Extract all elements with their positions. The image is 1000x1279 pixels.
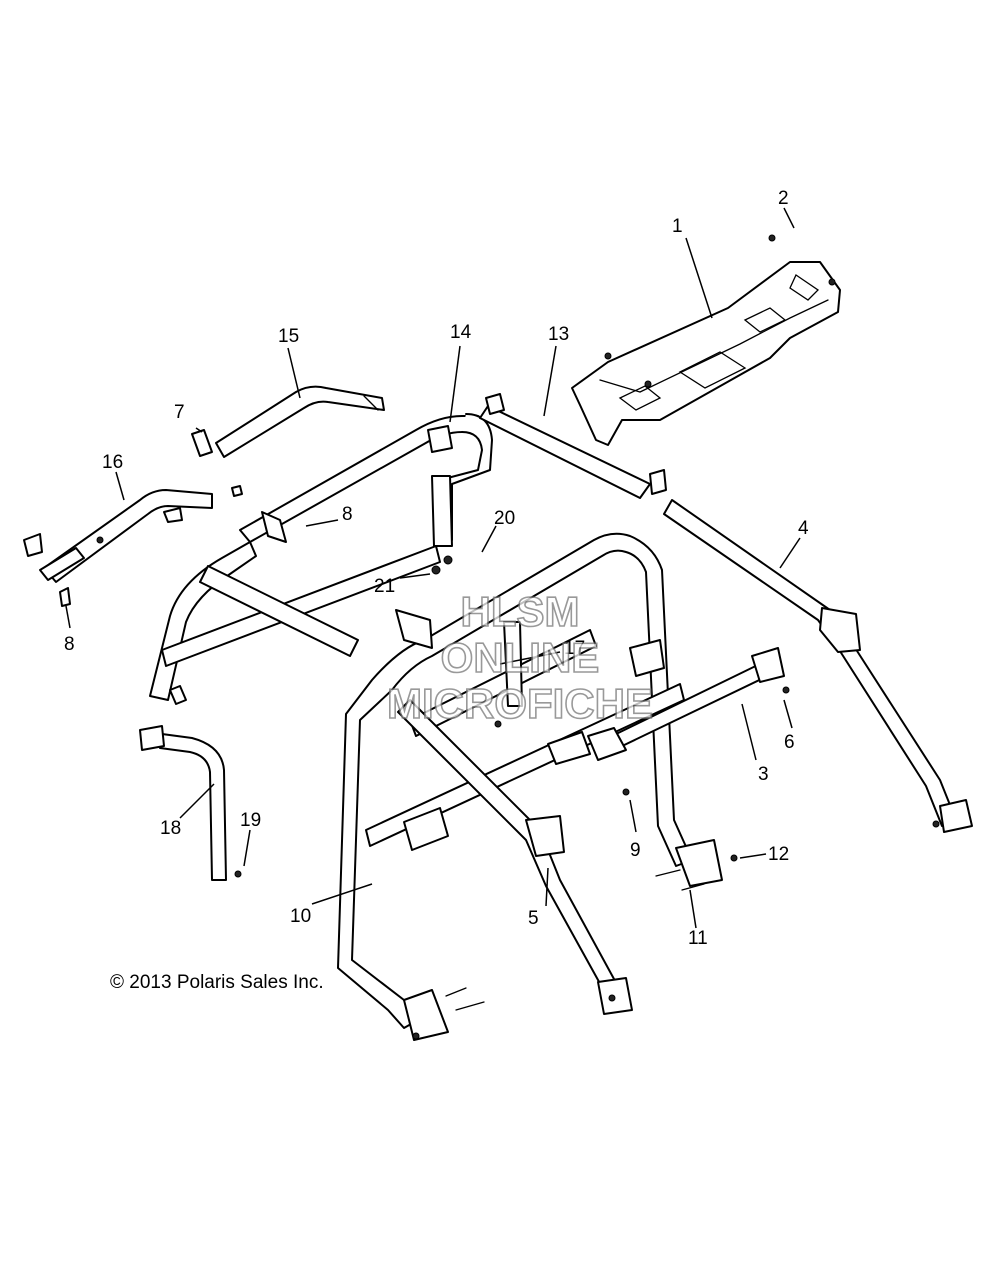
callout-13: 13 [548,324,569,345]
bracket-left-rear [403,987,485,1041]
callout-19: 19 [240,810,261,831]
bracket-right-rear [655,839,738,891]
callout-12: 12 [768,844,789,865]
hardware-part-8-left [59,587,71,607]
watermark-line-2: ONLINE [441,634,600,681]
watermark: HLSM ONLINE MICROFICHE [386,587,654,728]
callout-21: 21 [374,576,395,597]
callout-2: 2 [778,188,789,209]
callout-10: 10 [290,906,311,927]
cage-part-5 [397,699,633,1015]
callout-4: 4 [798,518,809,539]
callout-14: 14 [450,322,472,343]
roof-panel-part-1 [571,234,841,446]
leader-lines [65,207,801,929]
callout-15: 15 [278,326,299,347]
callout-18: 18 [160,818,181,839]
tube-part-15 [215,385,385,458]
tube-part-13 [479,393,667,499]
callout-8-right: 8 [342,504,353,525]
callout-3: 3 [758,764,769,785]
callout-16: 16 [102,452,123,473]
tube-part-4 [663,499,973,833]
callout-1: 1 [672,216,683,237]
grab-bar-part-18 [139,725,242,881]
callout-6: 6 [784,732,795,753]
callout-9: 9 [630,840,641,861]
callout-7: 7 [174,402,185,423]
watermark-line-3: MICROFICHE [387,680,653,727]
frame-part-14 [149,413,493,705]
fasteners-part-20-21 [412,555,790,1040]
tube-part-16 [23,489,213,583]
callout-20: 20 [494,508,515,529]
crossbar-part-3 [587,647,785,761]
callout-11: 11 [688,928,708,949]
callout-17: 17 [564,638,585,659]
watermark-line-1: HLSM [461,588,580,635]
cage-part-10 [337,532,693,1029]
callout-labels: 1 2 3 4 5 6 7 8 8 9 10 11 12 13 14 15 16… [64,188,809,949]
callout-8-left: 8 [64,634,75,655]
callout-5: 5 [528,908,539,929]
copyright-text: © 2013 Polaris Sales Inc. [110,972,324,993]
